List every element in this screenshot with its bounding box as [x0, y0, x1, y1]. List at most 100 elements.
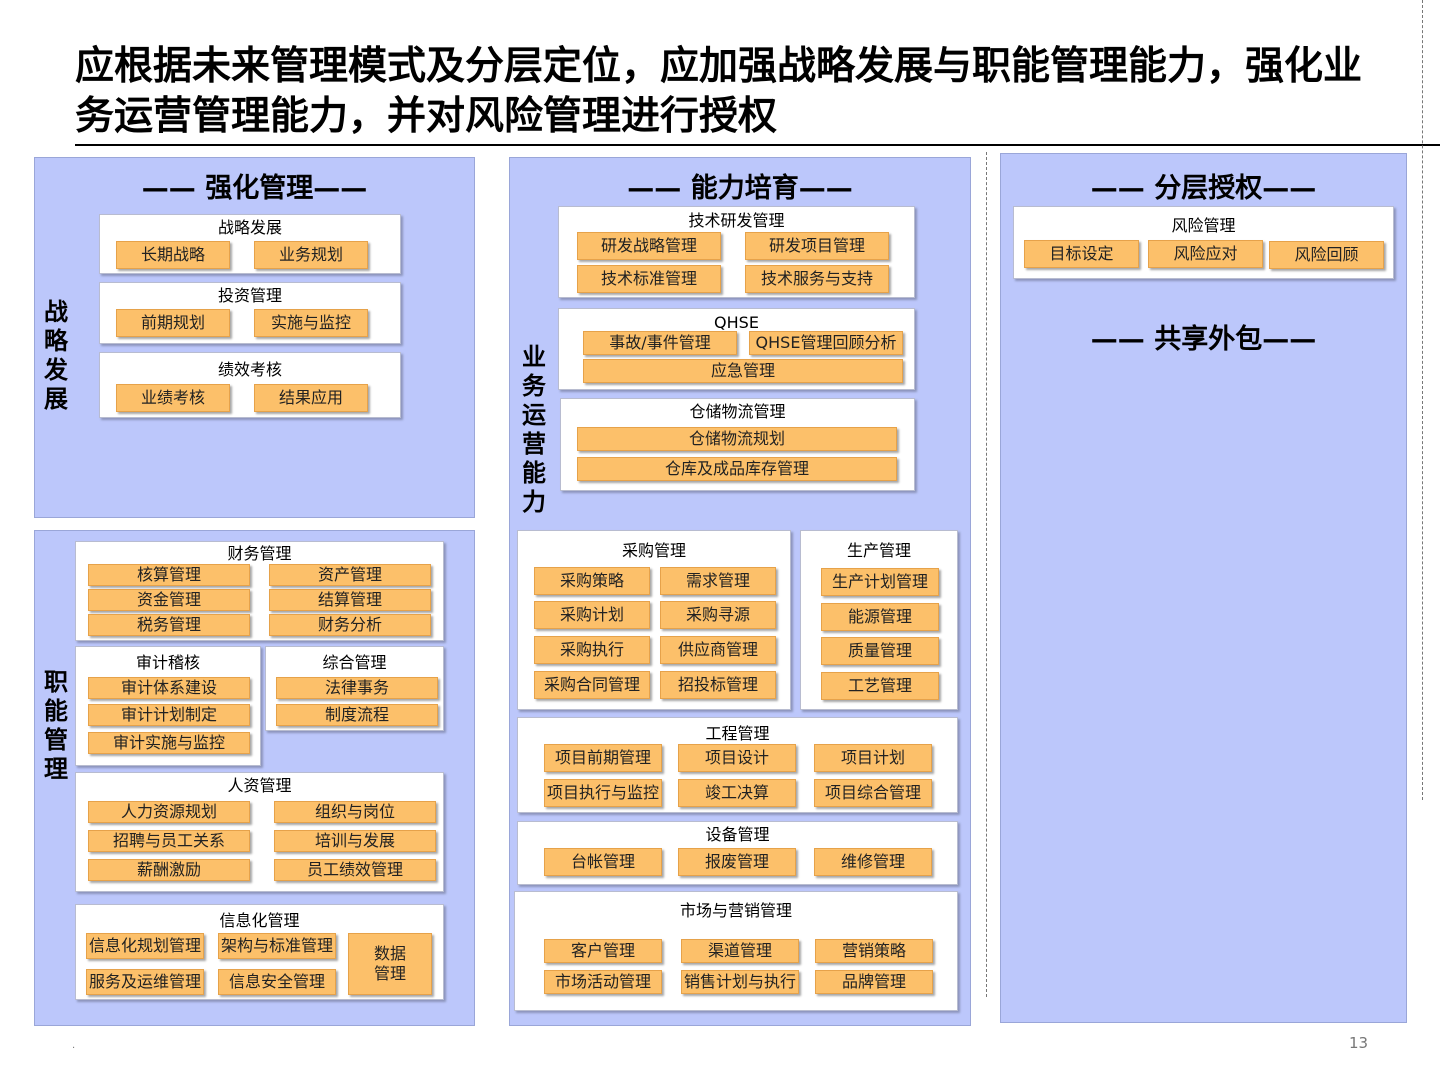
group-risk: 风险管理 目标设定 风险应对 风险回顾 — [1013, 206, 1394, 279]
item-incident-management: 事故/事件管理 — [583, 331, 737, 355]
item-market-activity: 市场活动管理 — [544, 970, 662, 994]
item-audit-implementation: 审计实施与监控 — [88, 732, 250, 754]
item-bidding-management: 招投标管理 — [660, 671, 776, 699]
item-tech-service: 技术服务与支持 — [745, 265, 889, 293]
item-project-design: 项目设计 — [678, 744, 796, 772]
group-audit: 审计稽核 审计体系建设 审计计划制定 审计实施与监控 — [75, 646, 261, 766]
title-divider — [75, 144, 1440, 146]
item-architecture-standards: 架构与标准管理 — [218, 933, 336, 959]
group-qhse: QHSE 事故/事件管理 QHSE管理回顾分析 应急管理 — [558, 308, 915, 390]
item-accounting: 核算管理 — [88, 564, 250, 586]
item-qhse-review: QHSE管理回顾分析 — [749, 331, 903, 355]
group-title: 采购管理 — [621, 541, 686, 560]
item-compensation: 薪酬激励 — [88, 859, 250, 881]
strategy-panel: —— 强化管理—— 战略发展 战略发展 长期战略 业务规划 投资管理 前期规划 … — [34, 157, 475, 518]
item-procurement-execution: 采购执行 — [534, 636, 650, 664]
item-project-plan: 项目计划 — [814, 744, 932, 772]
group-tech-rd: 技术研发管理 研发战略管理 研发项目管理 技术标准管理 技术服务与支持 — [558, 206, 915, 298]
group-title: 战略发展 — [217, 218, 282, 237]
group-warehouse: 仓储物流管理 仓储物流规划 仓库及成品库存管理 — [560, 398, 915, 491]
group-title: 风险管理 — [1171, 216, 1236, 235]
group-title: 技术研发管理 — [688, 211, 785, 230]
group-performance: 绩效考核 业绩考核 结果应用 — [99, 352, 401, 418]
middle-dashed-divider — [986, 152, 987, 997]
item-warehouse-planning: 仓储物流规划 — [577, 427, 897, 451]
item-business-planning: 业务规划 — [254, 241, 368, 269]
functional-vertical-label: 职能管理 — [44, 668, 68, 783]
group-title: 仓储物流管理 — [689, 402, 786, 421]
group-title: QHSE — [714, 313, 759, 332]
group-it: 信息化管理 信息化规划管理 架构与标准管理 数据 管理 服务及运维管理 信息安全… — [75, 904, 444, 1000]
group-production: 生产管理 生产计划管理 能源管理 质量管理 工艺管理 — [800, 530, 958, 710]
item-info-security: 信息安全管理 — [218, 969, 336, 995]
item-result-application: 结果应用 — [254, 384, 368, 412]
group-title: 人资管理 — [227, 776, 292, 795]
item-project-integrated: 项目综合管理 — [814, 779, 932, 807]
group-marketing: 市场与营销管理 客户管理 渠道管理 营销策略 市场活动管理 销售计划与执行 品牌… — [514, 891, 958, 1011]
shared-outsourcing-title: —— 共享外包—— — [1090, 324, 1317, 355]
item-final-accounts: 竣工决算 — [678, 779, 796, 807]
item-customer-management: 客户管理 — [544, 939, 662, 963]
group-strategy-dev: 战略发展 长期战略 业务规划 — [99, 214, 401, 274]
item-data-management-line2: 管理 — [373, 964, 406, 983]
group-title: 信息化管理 — [219, 911, 300, 930]
item-inventory-management: 仓库及成品库存管理 — [577, 457, 897, 481]
group-engineering: 工程管理 项目前期管理 项目设计 项目计划 项目执行与监控 竣工决算 项目综合管… — [517, 717, 958, 813]
item-legal: 法律事务 — [276, 677, 438, 699]
item-training: 培训与发展 — [274, 830, 436, 852]
item-it-planning: 信息化规划管理 — [86, 933, 204, 959]
strategy-section-title: —— 强化管理—— — [141, 173, 368, 204]
item-contract-management: 采购合同管理 — [534, 671, 650, 699]
page-title: 应根据未来管理模式及分层定位，应加强战略发展与职能管理能力，强化业务运营管理能力… — [75, 44, 1363, 139]
group-title: 审计稽核 — [135, 653, 200, 672]
item-tech-standards: 技术标准管理 — [577, 265, 721, 293]
item-ledger-management: 台帐管理 — [544, 848, 662, 876]
item-quality-management: 质量管理 — [821, 637, 939, 665]
item-sourcing: 采购寻源 — [660, 601, 776, 629]
item-audit-plan: 审计计划制定 — [88, 704, 250, 726]
group-finance: 财务管理 核算管理 资产管理 资金管理 结算管理 税务管理 财务分析 — [75, 541, 444, 641]
group-title: 绩效考核 — [217, 360, 282, 379]
group-title: 设备管理 — [705, 825, 770, 844]
group-investment: 投资管理 前期规划 实施与监控 — [99, 282, 401, 344]
item-risk-response: 风险应对 — [1148, 240, 1263, 268]
item-implementation-monitoring: 实施与监控 — [254, 309, 368, 337]
footer-dot: . — [72, 1040, 76, 1051]
operations-panel: —— 能力培育—— 业务运营能力 技术研发管理 研发战略管理 研发项目管理 技术… — [509, 157, 971, 1026]
strategy-vertical-label: 战略发展 — [44, 298, 68, 413]
item-energy-management: 能源管理 — [821, 603, 939, 631]
item-rd-project: 研发项目管理 — [745, 232, 889, 260]
item-service-ops: 服务及运维管理 — [86, 969, 204, 995]
group-procurement: 采购管理 采购策略 需求管理 采购计划 采购寻源 采购执行 供应商管理 采购合同… — [517, 530, 791, 710]
group-title: 市场与营销管理 — [679, 901, 792, 920]
authorization-section-title: —— 分层授权—— — [1090, 173, 1317, 204]
item-goal-setting: 目标设定 — [1024, 240, 1139, 268]
item-org-positions: 组织与岗位 — [274, 801, 436, 823]
item-assets: 资产管理 — [269, 564, 431, 586]
item-performance-assessment: 业绩考核 — [116, 384, 230, 412]
item-risk-review: 风险回顾 — [1269, 241, 1384, 269]
group-title: 投资管理 — [217, 286, 282, 305]
item-rd-strategy: 研发战略管理 — [577, 232, 721, 260]
item-project-execution: 项目执行与监控 — [544, 779, 662, 807]
authorization-panel: —— 分层授权—— 风险管理 目标设定 风险应对 风险回顾 —— 共享外包—— — [1000, 153, 1407, 1023]
item-financial-analysis: 财务分析 — [269, 614, 431, 636]
item-marketing-strategy: 营销策略 — [815, 939, 933, 963]
item-data-management: 数据 管理 — [348, 933, 432, 995]
item-long-term-strategy: 长期战略 — [116, 241, 230, 269]
item-project-early: 项目前期管理 — [544, 744, 662, 772]
item-data-management-line1: 数据 — [373, 944, 406, 963]
item-recruitment: 招聘与员工关系 — [88, 830, 250, 852]
item-scrap-management: 报废管理 — [678, 848, 796, 876]
item-brand-management: 品牌管理 — [815, 970, 933, 994]
group-title: 工程管理 — [705, 724, 770, 743]
operations-section-title: —— 能力培育—— — [627, 173, 853, 204]
item-maintenance-management: 维修管理 — [814, 848, 932, 876]
operations-vertical-label: 业务运营能力 — [522, 343, 546, 516]
item-audit-system: 审计体系建设 — [88, 677, 250, 699]
functional-panel: 职能管理 财务管理 核算管理 资产管理 资金管理 结算管理 税务管理 财务分析 … — [34, 530, 475, 1026]
item-hr-planning: 人力资源规划 — [88, 801, 250, 823]
group-hr: 人资管理 人力资源规划 组织与岗位 招聘与员工关系 培训与发展 薪酬激励 员工绩… — [75, 772, 444, 892]
item-channel-management: 渠道管理 — [681, 939, 799, 963]
group-general: 综合管理 法律事务 制度流程 — [265, 646, 444, 731]
